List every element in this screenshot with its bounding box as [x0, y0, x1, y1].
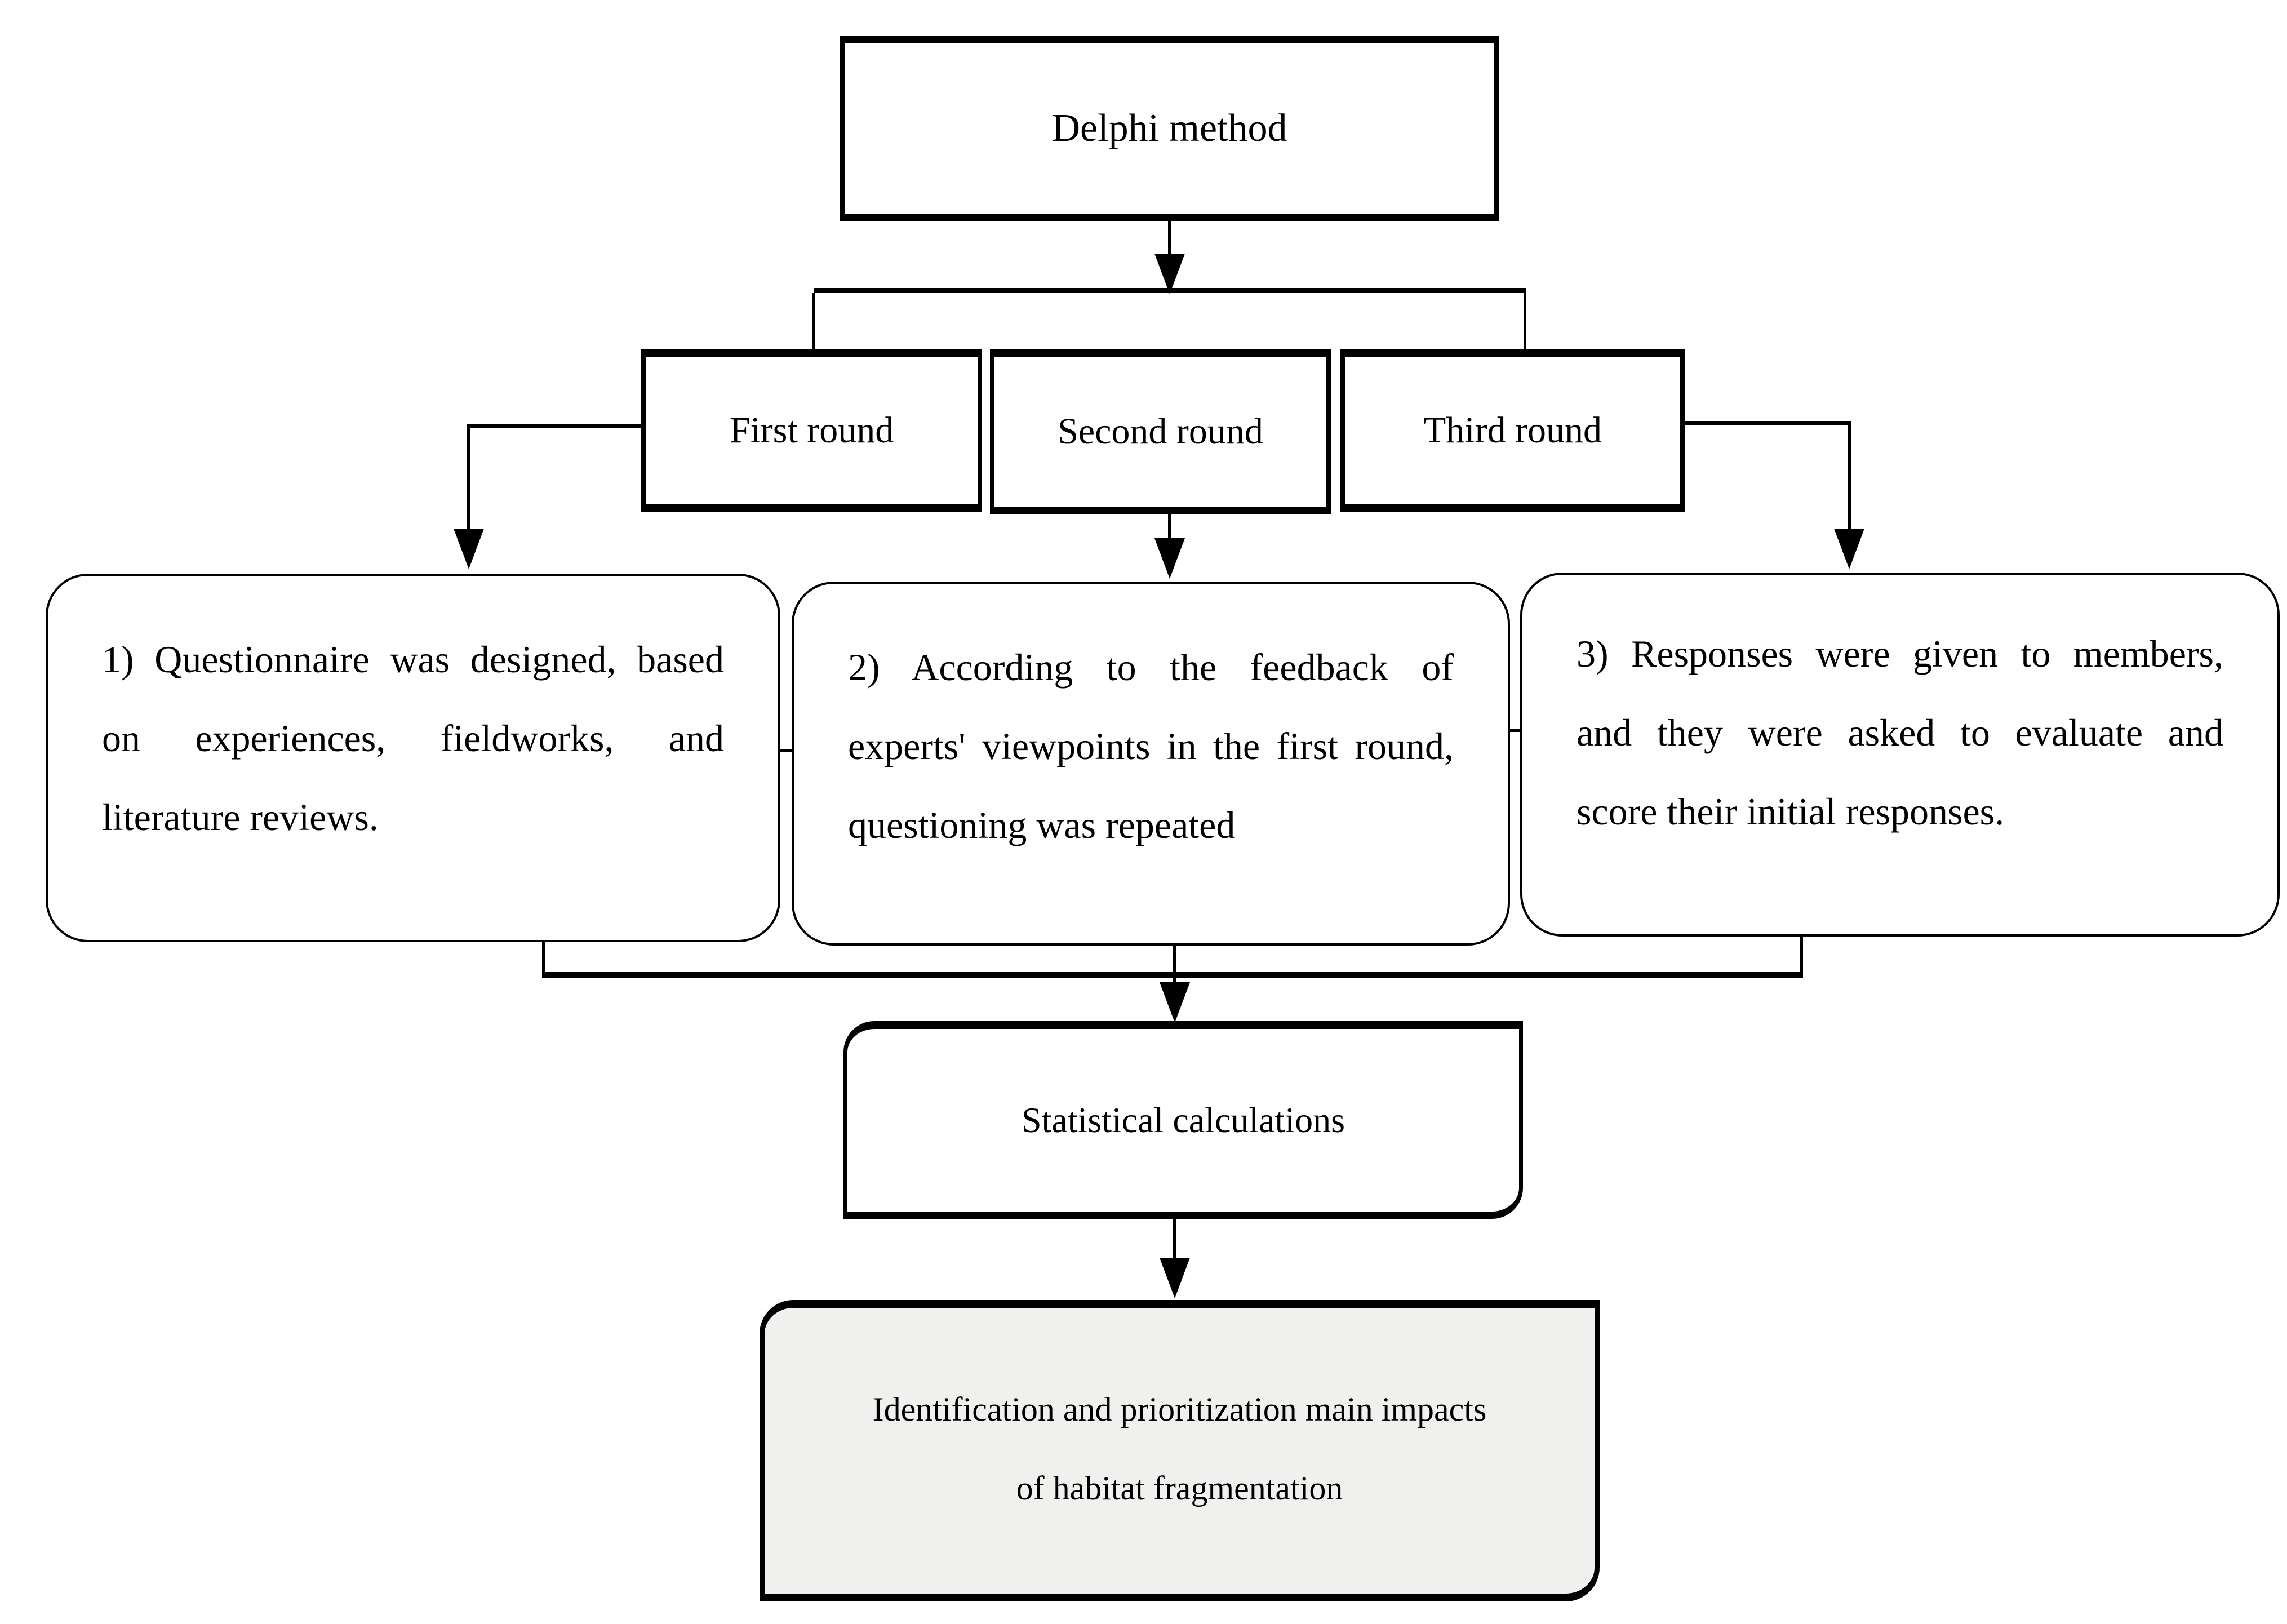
connector-first-to-step1-vertical [467, 424, 470, 530]
result-line1: Identification and prioritization main i… [872, 1391, 1487, 1428]
step3-arrowhead-icon [1834, 529, 1864, 569]
connector-step3-stub [1800, 937, 1803, 975]
result-arrowhead-icon [1160, 1258, 1190, 1298]
delphi-method-label: Delphi method [1051, 107, 1287, 150]
second-round-box: Second round [990, 349, 1331, 514]
step1-line1: 1) Questionnaire was designed, based [102, 638, 724, 681]
connector-step1-stub [542, 942, 545, 975]
stat-arrowhead-icon [1160, 982, 1190, 1023]
first-round-label: First round [729, 410, 894, 451]
delphi-arrowhead-icon [1154, 254, 1185, 294]
statistical-calculations-label: Statistical calculations [1021, 1100, 1345, 1140]
step1-arrowhead-icon [454, 529, 484, 569]
connector-step1-step2-link [780, 749, 792, 752]
step3-line1: 3) Responses were given to members, [1577, 632, 2223, 675]
delphi-method-box: Delphi method [840, 36, 1499, 221]
step2-feedback-box: 2) According to the feedback of experts'… [792, 582, 1510, 946]
connector-stat-to-result-stem [1173, 1219, 1176, 1258]
connector-first-to-step1-horizontal [467, 424, 641, 428]
step1-line2: on experiences, fieldworks, and [102, 717, 724, 760]
connector-second-to-step2-stem [1168, 514, 1171, 540]
connector-third-to-step3-vertical [1848, 421, 1851, 530]
connector-third-to-step3-horizontal [1682, 421, 1851, 425]
third-round-label: Third round [1423, 410, 1602, 451]
connector-merge-horizontal [542, 972, 1803, 978]
connector-split-horizontal [814, 288, 1526, 293]
step2-line2: experts' viewpoints in the first round, [848, 725, 1454, 767]
connector-delphi-stem [1168, 221, 1171, 256]
first-round-box: First round [641, 349, 982, 512]
step3-line2: and they were asked to evaluate and [1577, 711, 2223, 754]
connector-split-drop-left [812, 293, 815, 350]
second-round-label: Second round [1058, 411, 1263, 452]
step2-arrowhead-icon [1154, 538, 1185, 579]
third-round-box: Third round [1340, 349, 1685, 512]
result-line2: of habitat fragmentation [1016, 1470, 1343, 1507]
statistical-calculations-box: Statistical calculations [843, 1021, 1523, 1219]
connector-merge-stem [1173, 946, 1176, 985]
step1-line3: literature reviews. [102, 796, 379, 838]
step2-line1: 2) According to the feedback of [848, 646, 1454, 689]
connector-step2-step3-link [1510, 729, 1520, 732]
step2-line3: questioning was repeated [848, 804, 1236, 846]
identification-result-box: Identification and prioritization main i… [760, 1300, 1600, 1601]
connector-split-drop-right [1524, 293, 1526, 350]
step1-questionnaire-box: 1) Questionnaire was designed, based on … [46, 574, 780, 942]
step3-responses-box: 3) Responses were given to members, and … [1520, 573, 2280, 937]
step3-line3: score their initial responses. [1577, 790, 2005, 833]
